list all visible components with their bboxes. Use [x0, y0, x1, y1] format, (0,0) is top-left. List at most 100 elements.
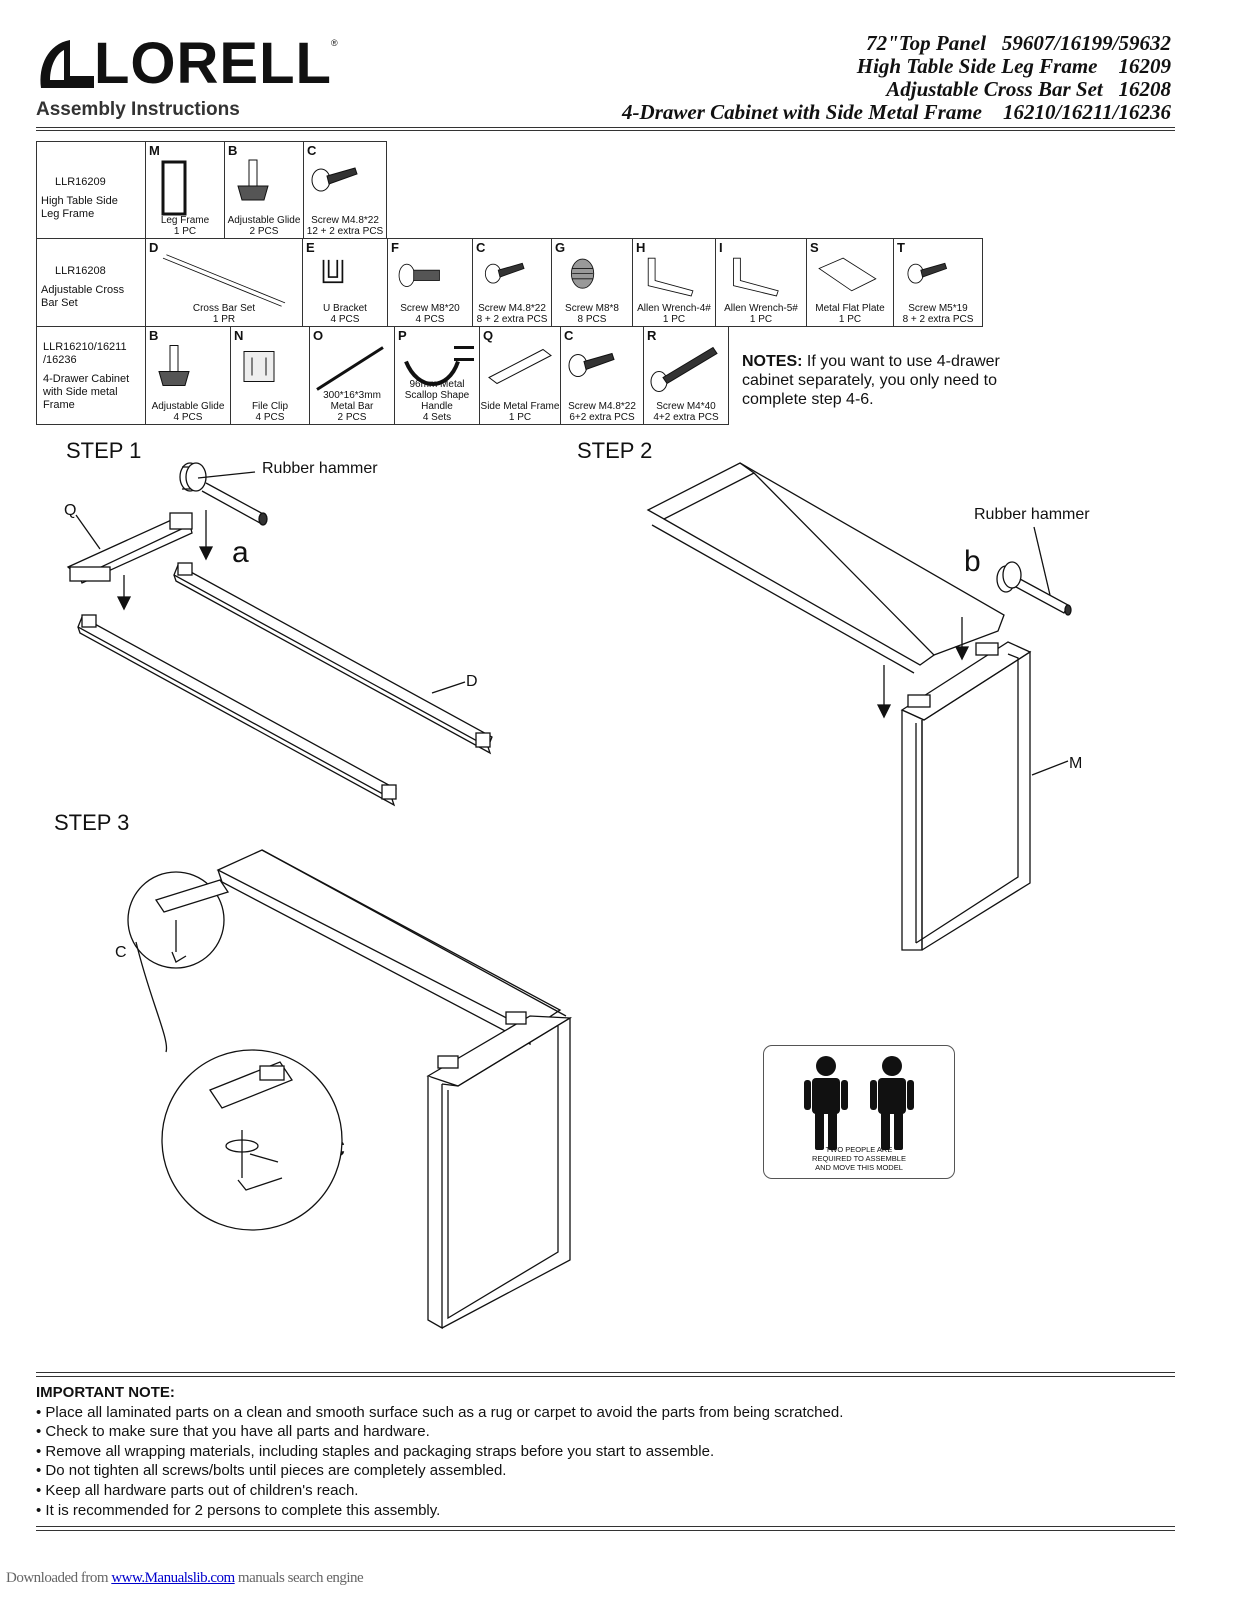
- part-name: Allen Wrench-4#: [637, 303, 711, 314]
- subtitle: Assembly Instructions: [36, 99, 240, 120]
- important-item: • It is recommended for 2 persons to com…: [36, 1501, 441, 1519]
- part-qty: 4 PCS: [415, 314, 445, 325]
- part-qty: 4 PCS: [330, 314, 360, 325]
- footer-divider: [36, 1530, 1175, 1531]
- rubber-hammer-icon: [179, 462, 268, 526]
- download-footer: Downloaded from www.Manualslib.com manua…: [6, 1570, 364, 1587]
- product-line: High Table Side Leg Frame 16209: [856, 54, 1171, 78]
- allen-wrench-icon: [647, 257, 694, 297]
- part-name: Screw M5*19: [908, 303, 968, 314]
- product-title-block: 72"Top Panel 59607/16199/59632 High Tabl…: [622, 32, 1171, 124]
- part-name: Screw M8*8: [565, 303, 619, 314]
- important-item: • Keep all hardware parts out of childre…: [36, 1481, 359, 1499]
- parts-row-label-line: with Side metal: [43, 386, 118, 398]
- file-clip-icon: [243, 351, 275, 382]
- step3-label-c: C: [115, 944, 127, 961]
- footer-prefix: Downloaded from: [6, 1570, 112, 1586]
- part-letter: G: [555, 240, 566, 255]
- part-letter: N: [234, 328, 244, 343]
- important-title: IMPORTANT NOTE:: [36, 1384, 175, 1401]
- rubber-hammer-icon: [996, 526, 1072, 616]
- part-letter: H: [636, 240, 646, 255]
- part-qty: 4 Sets: [422, 412, 452, 423]
- part-caption: Allen Wrench-4#1 PC: [633, 303, 715, 325]
- part-letter: B: [228, 143, 238, 158]
- parts-row-label-line: LLR16209: [55, 176, 106, 188]
- part-letter: F: [391, 240, 399, 255]
- parts-row-label-line: Leg Frame: [41, 208, 95, 220]
- product-line: 4-Drawer Cabinet with Side Metal Frame 1…: [622, 100, 1171, 124]
- part-qty: 1 PC: [749, 314, 773, 325]
- part-qty: 8 PCS: [577, 314, 607, 325]
- part-qty: 1 PC: [838, 314, 862, 325]
- notes-title: NOTES:: [742, 353, 803, 370]
- part-name: Screw M4.8*22: [568, 401, 636, 412]
- side-frame-icon: [488, 348, 552, 385]
- parts-row-label-line: Frame: [43, 399, 75, 411]
- footer-divider: [36, 1526, 1175, 1527]
- step1-marker: a: [232, 536, 249, 569]
- screw-icon: [907, 262, 948, 284]
- part-cell-i: I Allen Wrench-5#1 PC: [715, 238, 807, 327]
- registered-mark: ®: [331, 38, 338, 48]
- long-screw-icon: [650, 346, 718, 392]
- part-qty: 4 PCS: [255, 412, 285, 423]
- step3-diagram: [127, 849, 573, 1330]
- parts-row-label-line: LLR16210/16211: [43, 341, 127, 353]
- bolt-icon: [398, 263, 440, 287]
- part-name: Cross Bar Set: [192, 303, 256, 314]
- parts-row-label-line: /16236: [43, 354, 77, 366]
- parts-row-label-line: 4-Drawer Cabinet: [43, 373, 130, 385]
- part-letter: C: [476, 240, 486, 255]
- part-name: Adjustable Glide: [227, 215, 301, 226]
- part-letter: E: [306, 240, 315, 255]
- parts-row-label-line: LLR16208: [55, 265, 106, 277]
- notes-text: If you want to use 4-drawer cabinet sepa…: [742, 353, 1000, 408]
- part-letter: B: [149, 328, 159, 343]
- important-divider: [36, 1372, 1175, 1373]
- parts-row-label-line: High Table Side: [41, 195, 118, 207]
- part-name: 96mm Metal Scallop Shape Handle: [404, 379, 470, 412]
- part-qty: 4 PCS: [173, 412, 203, 423]
- part-qty: 4+2 extra PCS: [653, 412, 719, 423]
- two-people-icon: [804, 1056, 914, 1150]
- part-name: Side Metal Frame: [480, 401, 560, 412]
- part-qty: 1 PC: [508, 412, 532, 423]
- part-name: Leg Frame: [160, 215, 210, 226]
- part-letter: I: [719, 240, 723, 255]
- important-item: • Place all laminated parts on a clean a…: [36, 1403, 844, 1421]
- important-note: IMPORTANT NOTE: • Place all laminated pa…: [36, 1383, 1196, 1520]
- manualslib-link[interactable]: www.Manualslib.com: [111, 1570, 235, 1586]
- part-qty: 8 + 2 extra PCS: [902, 314, 974, 325]
- leg-frame-m: [900, 641, 1032, 951]
- step1-diagram: [66, 462, 493, 807]
- screw-icon: [568, 352, 615, 377]
- part-qty: 2 PCS: [249, 226, 279, 237]
- part-letter: D: [149, 240, 159, 255]
- part-name: Screw M8*20: [400, 303, 460, 314]
- notes: NOTES: If you want to use 4-drawer cabin…: [742, 352, 1042, 409]
- step2-title: STEP 2: [577, 438, 653, 463]
- part-name: Metal Flat Plate: [815, 303, 885, 314]
- header-divider: [36, 130, 1175, 131]
- part-caption: Allen Wrench-5#1 PC: [716, 303, 806, 325]
- two-people-caption: TWO PEOPLE ARE REQUIRED TO ASSEMBLE AND …: [812, 1145, 906, 1172]
- part-qty: 6+2 extra PCS: [569, 412, 635, 423]
